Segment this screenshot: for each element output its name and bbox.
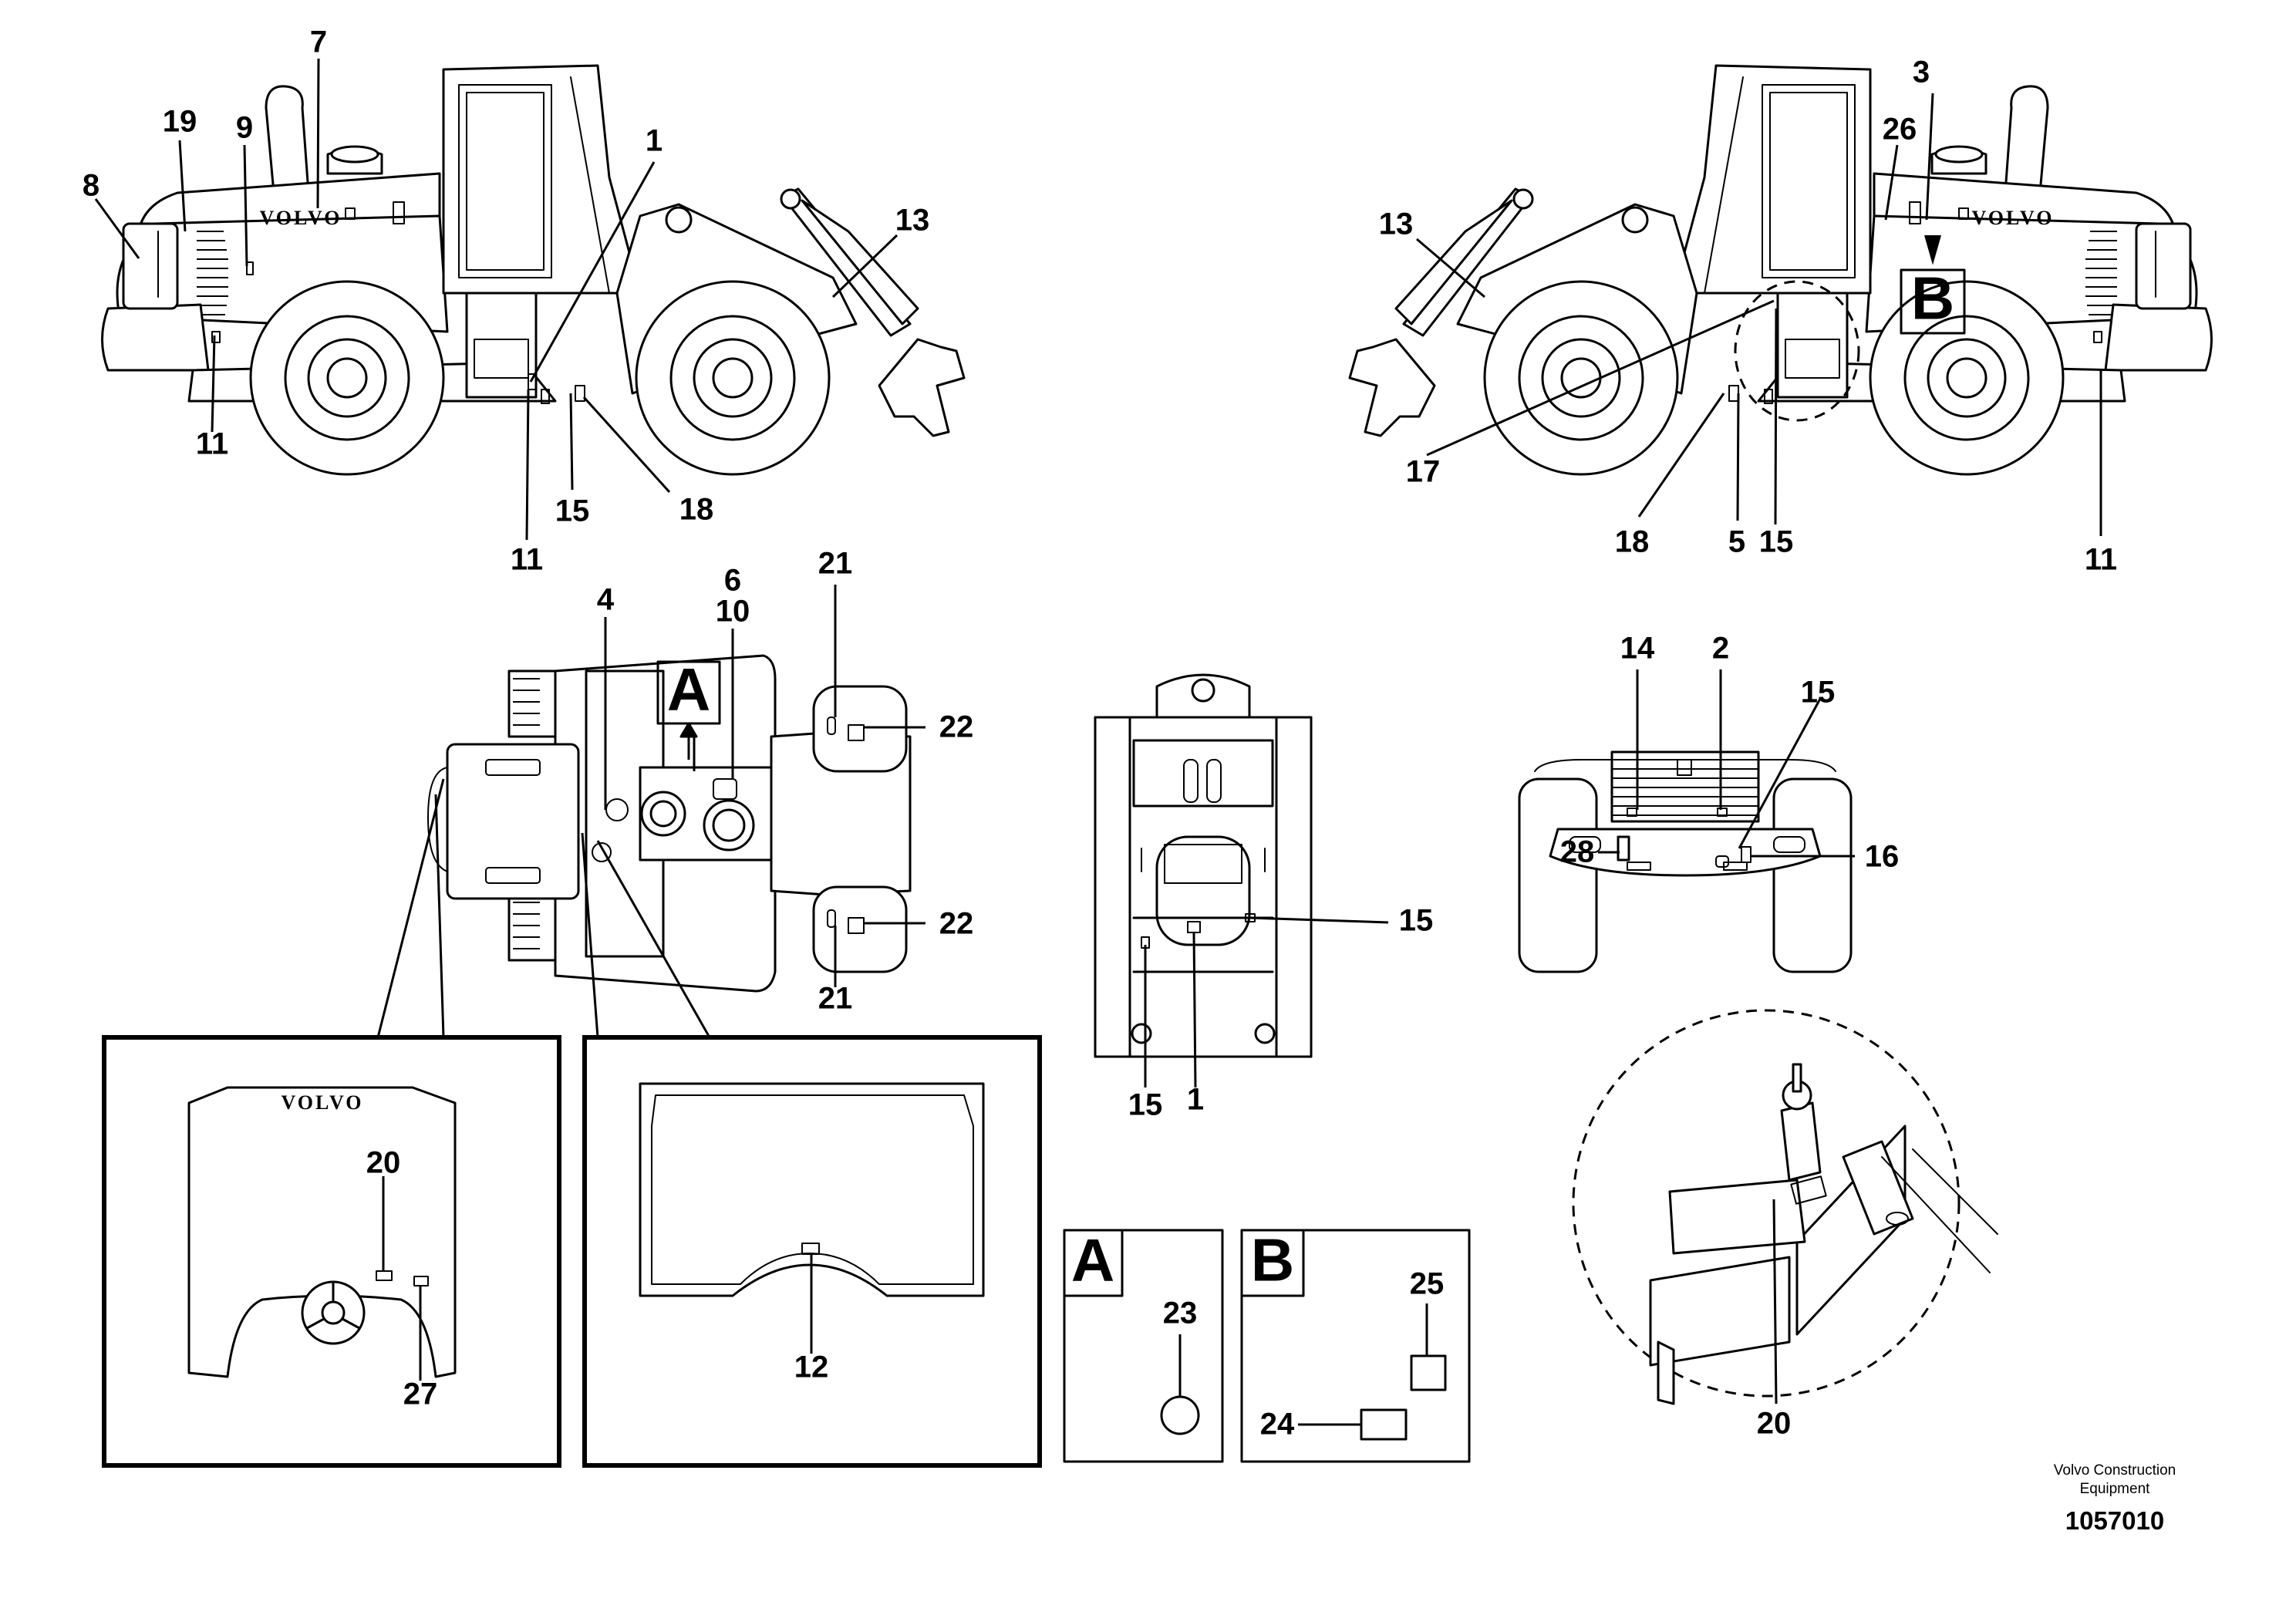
callout-12: 12	[794, 1351, 829, 1384]
detail-box-b	[1240, 1229, 1471, 1463]
callout-21-bottom: 21	[818, 982, 853, 1016]
callout-labels: 7 19 9 8 1 13 11 15 18 11 3 26 13 17 18 …	[83, 25, 2117, 1442]
marker-b-letter: B	[1911, 265, 1954, 332]
callout-7: 7	[310, 25, 327, 59]
detail-area-circle-right-view	[1734, 280, 1860, 422]
callout-26: 26	[1883, 113, 1917, 147]
callout-18-left: 18	[679, 493, 714, 527]
publisher-name-line2: Equipment	[2079, 1481, 2150, 1497]
callout-19-left: 19	[163, 105, 197, 139]
callout-3: 3	[1913, 56, 1930, 89]
brand-name-cab: VOLVO	[282, 1091, 364, 1114]
callout-11-left-rear: 11	[196, 427, 228, 461]
callout-24: 24	[1260, 1408, 1295, 1442]
callout-15-side-right: 15	[1759, 525, 1794, 559]
windscreen-detail-box	[582, 1035, 1042, 1468]
detail-box-a	[1063, 1229, 1224, 1463]
callout-13-left: 13	[895, 204, 930, 238]
callout-20-bracket: 20	[1757, 1407, 1792, 1441]
callout-21-top: 21	[818, 547, 853, 581]
top-view	[427, 654, 912, 993]
callout-20-cab: 20	[366, 1146, 401, 1180]
callout-15-side-left: 15	[555, 494, 590, 528]
callout-11-right: 11	[2085, 543, 2117, 577]
marker-b: B	[1900, 234, 1966, 335]
detail-circle-bracket	[1572, 1009, 1998, 1405]
callout-9: 9	[236, 111, 253, 145]
marker-a-letter: A	[667, 656, 710, 723]
callout-28: 28	[1560, 835, 1595, 869]
callout-1-side-left: 1	[646, 124, 663, 158]
callout-25: 25	[1410, 1267, 1445, 1301]
frame-view	[1094, 673, 1313, 1058]
leader-lines	[94, 58, 2102, 1426]
publisher-name-line1: Volvo Construction	[2053, 1462, 2176, 1479]
callout-15-frame-left: 15	[1128, 1088, 1163, 1122]
cab-detail-box: VOLVO	[102, 1035, 561, 1468]
callout-5: 5	[1728, 525, 1745, 559]
callout-15-frame-right: 15	[1399, 904, 1434, 938]
side-view-right	[1348, 64, 2213, 476]
callout-22-top: 22	[939, 710, 974, 744]
callout-15-rear: 15	[1801, 676, 1836, 710]
callout-6: 6	[724, 564, 741, 598]
callout-2: 2	[1712, 632, 1729, 666]
rear-view	[1518, 750, 1853, 973]
callout-17: 17	[1406, 455, 1441, 489]
detail-box-b-letter: B	[1251, 1226, 1294, 1294]
side-view-left: VOLVO	[101, 64, 966, 476]
callout-16: 16	[1865, 840, 1900, 874]
callout-22-bottom: 22	[939, 907, 974, 941]
callout-13-right: 13	[1379, 207, 1414, 241]
callout-11-left-mid: 11	[511, 543, 543, 577]
callout-27: 27	[403, 1378, 438, 1411]
brand-name-left: VOLVO	[260, 207, 342, 229]
callout-10: 10	[716, 595, 750, 629]
callout-4: 4	[597, 583, 615, 617]
callout-18-right: 18	[1615, 525, 1650, 559]
callout-14: 14	[1620, 632, 1655, 666]
callout-8: 8	[83, 169, 99, 203]
publisher-footer: Volvo Construction Equipment 1057010	[1999, 1462, 2230, 1536]
detail-box-a-letter: A	[1071, 1226, 1114, 1294]
document-number: 1057010	[2065, 1506, 2165, 1535]
brand-name-right: VOLVO	[1972, 207, 2055, 229]
callout-1-frame: 1	[1187, 1083, 1204, 1117]
callout-23: 23	[1163, 1297, 1198, 1330]
marker-a: A	[656, 656, 721, 760]
